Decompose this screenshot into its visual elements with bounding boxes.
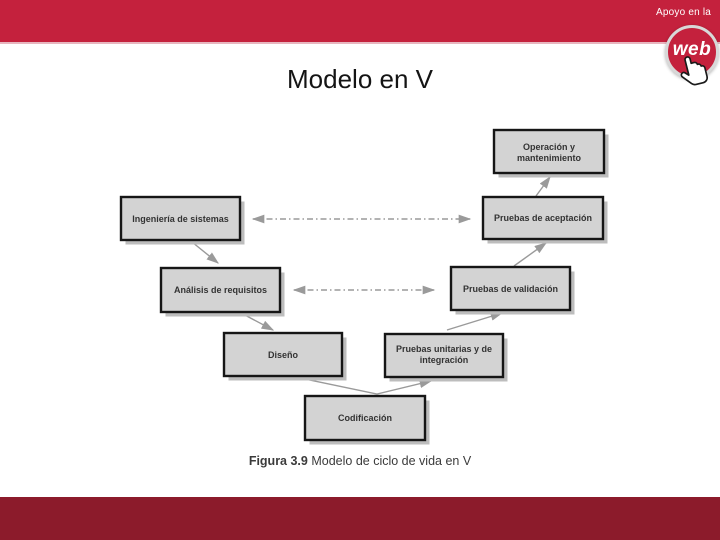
banner-tagline: Apoyo en la <box>656 7 712 18</box>
diagram-box-pruebas-unitarias-integracion: Pruebas unitarias y de integración <box>383 332 508 382</box>
web-logo-label: web <box>672 39 712 60</box>
figure-caption: Figura 3.9 Modelo de ciclo de vida en V <box>100 454 620 468</box>
box-label: Pruebas de validación <box>463 284 558 294</box>
box-label: Pruebas unitarias y de <box>396 344 492 354</box>
top-banner <box>0 0 720 44</box>
diagram-box-operacion-mantenimiento: Operación y mantenimiento <box>492 128 609 178</box>
box-label: Ingeniería de sistemas <box>132 214 229 224</box>
box-label: Diseño <box>268 350 299 360</box>
diagram-box-analisis-requisitos: Análisis de requisitos <box>159 266 285 317</box>
box-label: Codificación <box>338 413 392 423</box>
arrow-ingenieria-to-analisis <box>191 241 219 264</box>
diagram-box-pruebas-validacion: Pruebas de validación <box>449 265 575 315</box>
arrow-analisis-to-diseno <box>242 313 275 331</box>
bottom-bar <box>0 497 720 540</box>
figure-number: Figura 3.9 <box>248 454 308 468</box>
diagram-box-ingenieria-sistemas: Ingeniería de sistemas <box>119 195 245 245</box>
box-label: mantenimiento <box>517 153 582 163</box>
diagram-arrows <box>191 175 551 395</box>
arrow-aceptacion-to-operacion <box>535 175 551 197</box>
v-model-diagram: Operación y mantenimiento Ingeniería de … <box>119 128 609 445</box>
box-label: integración <box>420 355 469 365</box>
diagram-box-diseno: Diseño <box>222 331 347 381</box>
hand-cursor-icon <box>680 56 709 86</box>
slide-title: Modelo en V <box>287 64 433 94</box>
arrow-unitarias-to-validacion <box>446 312 504 331</box>
box-label: Análisis de requisitos <box>174 285 267 295</box>
box-label: Pruebas de aceptación <box>494 213 592 223</box>
box-label: Operación y <box>523 142 575 152</box>
diagram-box-codificacion: Codificación <box>303 394 430 445</box>
diagram-box-pruebas-aceptacion: Pruebas de aceptación <box>481 195 608 244</box>
arrow-diseno-codificacion-pruebas <box>299 377 433 395</box>
arrow-validacion-to-aceptacion <box>513 242 548 267</box>
figure-title: Modelo de ciclo de vida en V <box>311 454 472 468</box>
